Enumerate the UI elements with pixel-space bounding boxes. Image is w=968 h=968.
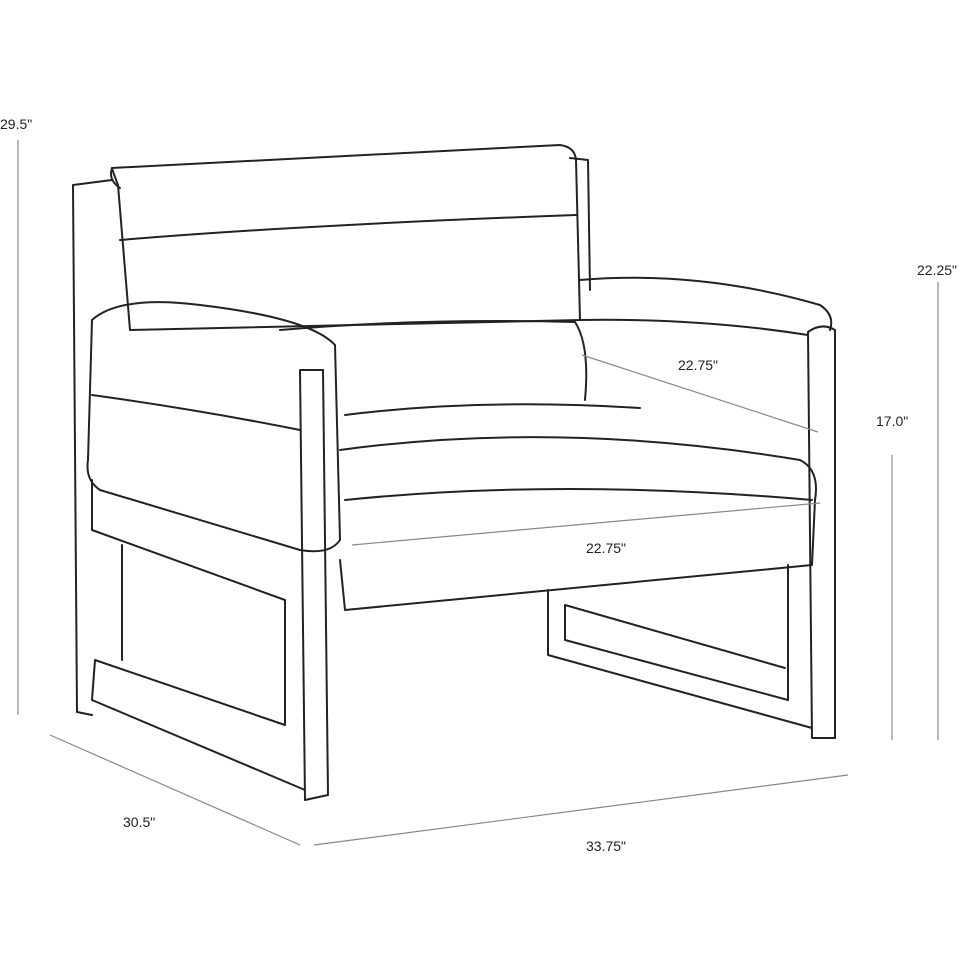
arm-height-label: 22.25": [917, 262, 958, 278]
overall-height-label: 29.5": [0, 116, 33, 132]
dim-line-seat-depth: [581, 354, 819, 433]
dim-line-seat-width: [351, 502, 821, 546]
overall-width-label: 33.75": [586, 838, 627, 854]
dimension-lines: [17, 140, 939, 846]
overall-depth-label: 30.5": [123, 814, 156, 830]
dim-line-overall-width: [313, 774, 849, 846]
seat-depth-label: 22.75": [678, 357, 719, 373]
dim-line-overall-depth: [49, 734, 301, 846]
seat-height-label: 17.0": [876, 413, 909, 429]
chair-outline: [72, 144, 836, 801]
seat-width-label: 22.75": [586, 540, 627, 556]
